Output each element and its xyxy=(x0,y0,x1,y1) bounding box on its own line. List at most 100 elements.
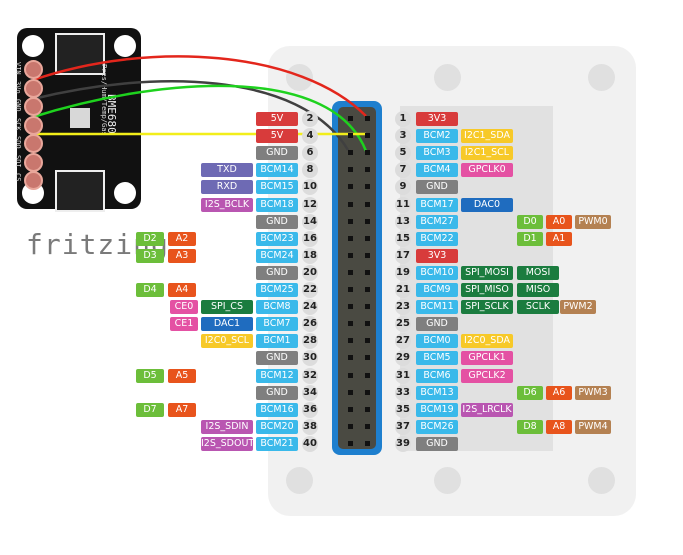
pin-label-gnd: GND xyxy=(416,180,458,195)
pin-label-i2c0-sda: I2C0_SDA xyxy=(461,334,513,349)
pin-label-bcm5: BCM5 xyxy=(416,351,458,366)
pin-label-bcm2: BCM2 xyxy=(416,129,458,144)
mount-hole xyxy=(286,467,313,494)
pin-label-a0: A0 xyxy=(546,214,572,229)
sensor-pin-cs[interactable] xyxy=(24,171,43,190)
header-hole xyxy=(365,338,370,344)
sensor-pin-gnd[interactable] xyxy=(24,97,43,116)
pin-label-d1: D1 xyxy=(517,231,543,246)
pin-label-d3: D3 xyxy=(136,248,164,263)
pin-label-d6: D6 xyxy=(517,385,543,400)
pin-label-gnd: GND xyxy=(416,436,458,451)
pin-label-gpclk0: GPCLK0 xyxy=(461,163,513,178)
header-hole xyxy=(348,406,353,412)
pin-number: 7 xyxy=(395,162,411,179)
pin-label-a2: A2 xyxy=(168,231,196,246)
pin-number: 40 xyxy=(302,435,318,452)
sensor-pin-label: SDO xyxy=(14,136,22,149)
pin-label-bcm27: BCM27 xyxy=(416,214,458,229)
pin-number: 19 xyxy=(395,264,411,281)
pin-label-spi-sclk: SPI_SCLK xyxy=(461,300,513,315)
pin-number: 8 xyxy=(302,162,318,179)
sensor-pin-sck[interactable] xyxy=(24,115,43,135)
header-hole xyxy=(365,287,370,292)
pin-number: 1 xyxy=(395,111,411,127)
pin-label-spi-cs: SPI_CS xyxy=(201,300,253,315)
pin-label-a4: A4 xyxy=(168,283,196,297)
pin-label-bcm4: BCM4 xyxy=(416,163,458,178)
header-hole xyxy=(348,440,353,446)
pin-number: 32 xyxy=(302,367,318,384)
pin-label-i2c0-scl: I2C0_SCL xyxy=(201,334,253,349)
header-hole xyxy=(365,150,370,156)
pin-label-i2c1-sda: I2C1_SDA xyxy=(461,129,513,144)
pin-label-d8: D8 xyxy=(517,419,543,434)
header-hole xyxy=(348,304,353,310)
sensor-pin-3vo[interactable] xyxy=(24,78,43,98)
sensor-pin-sdi[interactable] xyxy=(24,152,43,172)
pin-label-bcm22: BCM22 xyxy=(416,231,458,246)
header-hole xyxy=(348,201,353,207)
header-hole xyxy=(365,218,370,224)
pin-label-gnd: GND xyxy=(256,214,298,229)
pin-number: 38 xyxy=(302,418,318,435)
header-hole xyxy=(365,423,370,429)
header-hole xyxy=(348,338,353,344)
pin-label-ce0: CE0 xyxy=(170,300,198,315)
pin-label-mosi: MOSI xyxy=(517,265,559,280)
pin-number: 22 xyxy=(302,282,318,298)
header-hole xyxy=(365,201,370,207)
header-hole xyxy=(348,218,353,224)
wire-gnd[interactable] xyxy=(32,80,350,151)
sensor-pin-vin[interactable] xyxy=(24,60,43,79)
pin-number: 16 xyxy=(302,230,318,247)
pin-label-a1: A1 xyxy=(546,231,572,246)
pin-label-bcm8: BCM8 xyxy=(256,300,298,315)
pin-label-d4: D4 xyxy=(136,283,164,297)
pin-number: 18 xyxy=(302,247,318,264)
mount-hole xyxy=(434,64,461,91)
header-hole xyxy=(348,150,353,156)
pin-label-bcm10: BCM10 xyxy=(416,265,458,280)
pin-label-bcm3: BCM3 xyxy=(416,146,458,161)
pin-number: 37 xyxy=(395,418,411,435)
pin-number: 14 xyxy=(302,213,318,230)
pin-number: 26 xyxy=(302,316,318,333)
pin-label-bcm9: BCM9 xyxy=(416,283,458,297)
pin-label-spi-miso: SPI_MISO xyxy=(461,283,513,297)
pin-number: 12 xyxy=(302,196,318,213)
header-hole xyxy=(365,116,370,121)
pin-label-bcm14: BCM14 xyxy=(256,163,298,178)
pin-label-pwm2: PWM2 xyxy=(560,300,596,315)
pin-label-i2s-lrclk: I2S_LRCLK xyxy=(461,402,513,417)
pin-number: 33 xyxy=(395,384,411,401)
pin-label-bcm24: BCM24 xyxy=(256,248,298,263)
pin-label-txd: TXD xyxy=(201,163,253,178)
pin-label-bcm23: BCM23 xyxy=(256,231,298,246)
pin-label-5v: 5V xyxy=(256,129,298,144)
pin-number: 9 xyxy=(395,179,411,196)
header-hole xyxy=(365,184,370,190)
pin-label-gnd: GND xyxy=(256,385,298,400)
header-hole xyxy=(365,269,370,275)
pin-number: 39 xyxy=(395,435,411,452)
header-hole xyxy=(365,372,370,378)
header-hole xyxy=(348,252,353,258)
pin-number: 27 xyxy=(395,333,411,350)
wire-3v[interactable] xyxy=(32,55,367,117)
sensor-mount-hole xyxy=(22,35,44,57)
pin-label-bcm16: BCM16 xyxy=(256,402,298,417)
pin-number: 3 xyxy=(395,128,411,145)
wire-scl[interactable] xyxy=(32,84,368,152)
pin-label-5v: 5V xyxy=(256,112,298,126)
header-hole xyxy=(348,235,353,241)
header-hole xyxy=(348,269,353,275)
header-hole xyxy=(348,116,353,121)
header-hole xyxy=(348,167,353,173)
sensor-pin-label: SDI xyxy=(14,154,22,168)
pin-number: 36 xyxy=(302,401,318,418)
sensor-mount-hole xyxy=(114,35,136,57)
sensor-pin-sdo[interactable] xyxy=(24,134,43,153)
sensor-chip xyxy=(70,108,90,128)
